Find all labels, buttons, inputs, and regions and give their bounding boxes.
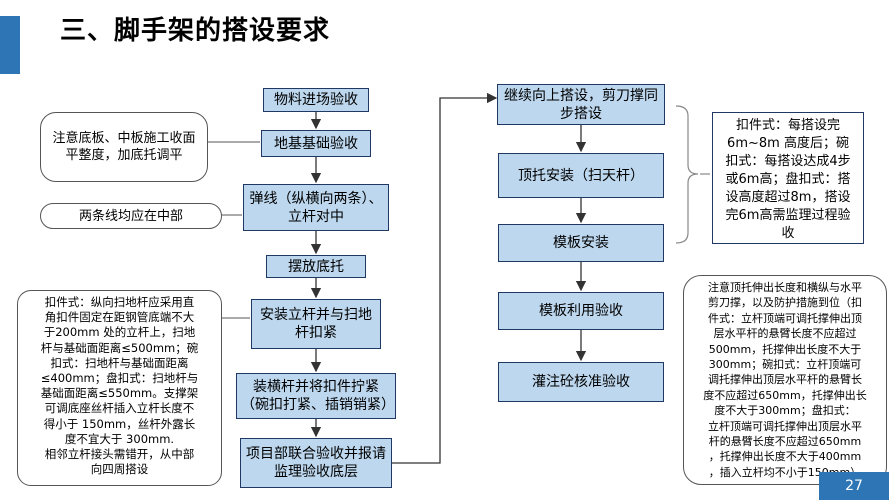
step-concrete-acceptance: 灌注砼核准验收 [498, 362, 664, 402]
step-marking-lines: 弹线（纵横向两条）、立杆对中 [243, 184, 389, 231]
note-inspection-intervals: 扣件式：每搭设完 6m~8m 高度后；碗 扣式：每搭设达成4步 或6m高；盘扣式… [712, 112, 864, 244]
note-top-support-requirements: 注意顶托伸出长度和横纵与水平 剪刀撑，以及防护措施到位（扣 件式：立杆顶端可调托… [683, 275, 887, 485]
step-formwork-install: 模板安装 [498, 224, 664, 262]
title-accent-bar [0, 16, 20, 74]
step-install-crossbars: 装横杆并将扣件拧紧（碗扣打紧、插销销紧） [236, 373, 396, 419]
step-place-base: 摆放底托 [266, 255, 366, 278]
step-top-support: 顶托安装（扫天杆） [498, 153, 664, 198]
page-number: 27 [819, 472, 889, 500]
step-foundation-inspection: 地基基础验收 [261, 130, 371, 157]
note-base-leveling: 注意底板、中板施工收面平整度，加底托调平 [40, 112, 208, 182]
step-material-inspection: 物料进场验收 [263, 88, 369, 112]
note-fastener-requirements: 扣件式：纵向扫地杆应采用直 角扣件固定在距钢管底端不大 于200mm 处的立杆上… [17, 290, 222, 486]
brace [675, 105, 699, 244]
arrow-elbow [392, 92, 498, 464]
step-joint-acceptance: 项目部联合验收并报请监理验收底层 [240, 438, 392, 488]
step-install-poles: 安装立杆并与扫地杆扣紧 [251, 299, 381, 349]
step-continue-erection: 继续向上搭设，剪刀撑同步搭设 [497, 84, 665, 125]
step-formwork-check: 模板利用验收 [498, 292, 664, 330]
page-title: 三、脚手架的搭设要求 [60, 16, 331, 46]
note-line-center: 两条线均应在中部 [40, 203, 222, 229]
